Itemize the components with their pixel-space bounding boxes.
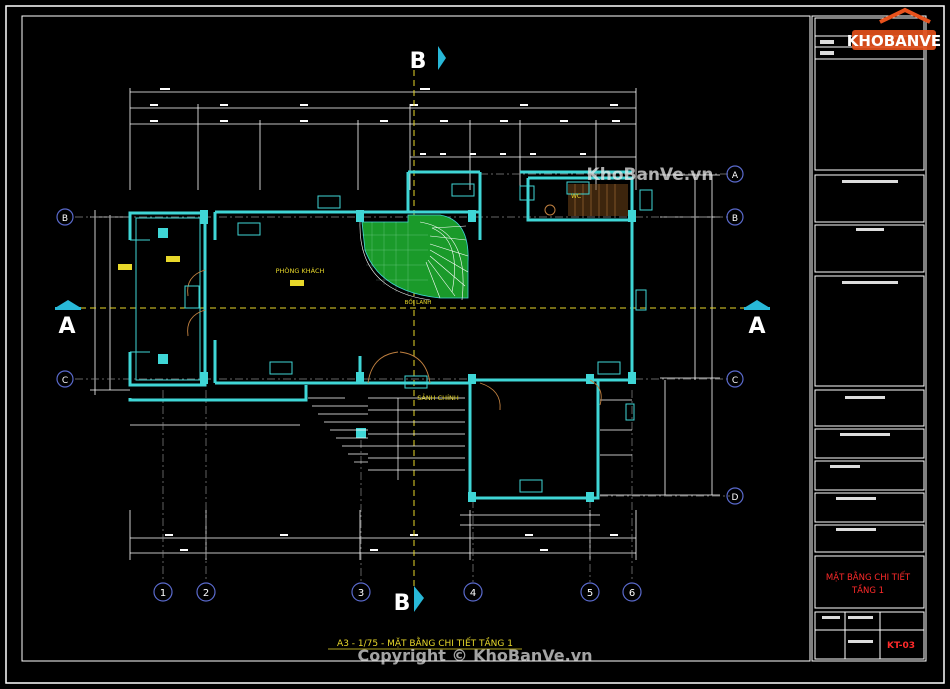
grid-bubble: [56, 208, 74, 226]
doors: [187, 269, 602, 411]
grid-bubble: [56, 370, 74, 388]
room-label-hall: SẢNH CHÍNH: [417, 393, 459, 402]
grid-bubble: [463, 582, 483, 602]
toilet-icon: [544, 204, 556, 216]
sheet-number: KT-03: [887, 641, 915, 651]
section-arrow-icon: [414, 586, 424, 612]
grid-bubble: [726, 370, 744, 388]
section-label-bottom: B: [394, 591, 411, 616]
grid-label: 1: [160, 588, 166, 599]
copyright-watermark: Copyright © KhoBanVe.vn: [357, 646, 592, 665]
grid-label: B: [732, 214, 738, 224]
grid-label: B: [62, 214, 68, 224]
section-marker-top: B: [410, 46, 446, 74]
grid-label: 5: [587, 588, 593, 599]
section-marker-bottom: B: [394, 586, 424, 616]
title-block-placeholder-text: [820, 40, 898, 643]
structural-columns: [158, 210, 636, 502]
grid-bubble: [726, 208, 744, 226]
grid-bubble: [622, 582, 642, 602]
spiral-stair: [359, 214, 469, 301]
inner-lines: [130, 189, 653, 421]
drawing-caption: A3 - 1/75 - MẶT BẰNG CHI TIẾT TẦNG 1: [337, 636, 513, 649]
entrance-steps: [308, 397, 632, 480]
title-block: [811, 15, 927, 662]
bottom-dimension-tick-marks: [165, 534, 618, 551]
section-arrow-icon: [55, 300, 81, 308]
section-label-left: A: [58, 314, 75, 339]
sheet-title-line1: MẶT BẰNG CHI TIẾT: [826, 570, 911, 583]
grid-bubble: [196, 582, 216, 602]
annotation-tags: [118, 181, 621, 493]
building-walls: [128, 170, 634, 500]
section-label-top: B: [410, 49, 427, 74]
section-marker-left: A: [55, 300, 81, 339]
section-arrow-icon: [438, 46, 446, 70]
grid-bubble: [153, 582, 173, 602]
grid-label: 6: [629, 588, 635, 599]
wc-area: [544, 184, 628, 216]
room-label-wc: WC: [571, 193, 581, 200]
room-label-living: PHÒNG KHÁCH: [276, 266, 325, 275]
bottom-dimension-lines: [129, 424, 637, 560]
drawing-frame: [21, 15, 811, 662]
top-dimension-lines: [129, 88, 637, 190]
site-watermark: KhoBanVe.vn: [587, 165, 714, 185]
section-marker-right: A: [744, 300, 770, 339]
logo-watermark: KHOBANVE: [847, 7, 941, 50]
grid-label: C: [732, 376, 738, 386]
grid-bubbles-bottom: 1 2 3 4 5 6: [153, 582, 642, 602]
sheet-border: [5, 5, 945, 684]
grid-label: 2: [203, 588, 209, 599]
room-label-lobby: BỒI LANH: [405, 297, 432, 306]
section-arrow-icon: [744, 300, 770, 308]
grid-label: A: [732, 171, 739, 181]
section-label-right: A: [748, 314, 765, 339]
grid-label: 4: [470, 588, 476, 599]
grid-bubble: [726, 165, 744, 183]
grid-label: C: [62, 376, 68, 386]
grid-bubble: [726, 487, 744, 505]
grid-bubble: [580, 582, 600, 602]
roof-icon: [879, 7, 931, 24]
grid-bubbles-right: A B C D: [726, 165, 744, 505]
sheet-title-line2: TẦNG 1: [851, 583, 884, 596]
grid-label: 3: [358, 588, 364, 599]
top-dimension-tick-marks: [150, 88, 620, 155]
grid-label: D: [732, 493, 739, 503]
grid-bubbles-left: B C: [56, 208, 74, 388]
grid-bubble: [351, 582, 371, 602]
logo-text: KHOBANVE: [847, 32, 941, 50]
